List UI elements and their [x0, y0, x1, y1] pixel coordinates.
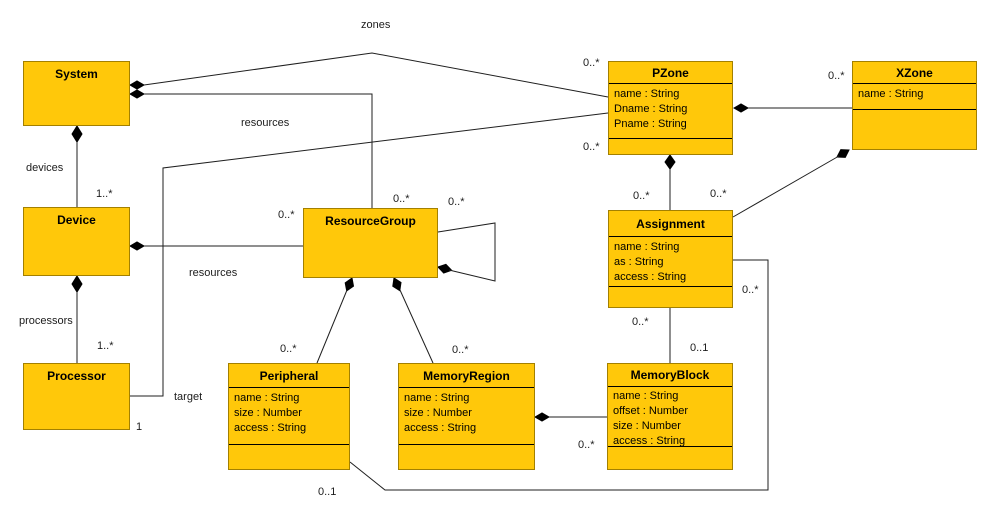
role-label-zones: zones	[361, 19, 391, 31]
attribute: access : String	[404, 422, 477, 434]
class-title: XZone	[853, 62, 976, 84]
association-xzone-assignment	[732, 155, 840, 218]
attribute: name : String	[858, 88, 924, 100]
class-title: Processor	[47, 369, 106, 383]
multiplicity-label: 0..*	[280, 343, 297, 355]
class-title: ResourceGroup	[325, 214, 416, 228]
attribute: as : String	[614, 256, 664, 268]
class-processor[interactable]: Processor	[23, 363, 130, 430]
multiplicity-label: 0..*	[393, 193, 410, 205]
class-title: PZone	[609, 62, 732, 84]
class-attributes: name : String offset : Number size : Num…	[608, 387, 732, 447]
class-title: MemoryBlock	[608, 364, 732, 387]
attribute: access : String	[234, 422, 307, 434]
class-memoryblock[interactable]: MemoryBlock name : String offset : Numbe…	[607, 363, 733, 470]
composition-diamond	[128, 80, 146, 90]
multiplicity-label: 0..*	[578, 439, 595, 451]
class-memoryregion[interactable]: MemoryRegion name : String size : Number…	[398, 363, 535, 470]
composition-diamond	[71, 275, 83, 293]
role-label-target: target	[174, 391, 203, 403]
multiplicity-label: 0..1	[318, 486, 337, 498]
multiplicity-label: 0..*	[583, 141, 600, 153]
class-assignment[interactable]: Assignment name : String as : String acc…	[608, 210, 733, 308]
attribute: name : String	[404, 392, 470, 404]
association-system-pzone	[143, 52, 609, 98]
role-label-processors: processors	[19, 315, 73, 327]
attribute: access : String	[613, 435, 686, 447]
composition-diamond	[71, 125, 83, 143]
multiplicity-label: 1..*	[97, 340, 114, 352]
multiplicity-label: 0..*	[583, 57, 600, 69]
role-label-devices: devices	[26, 162, 64, 174]
multiplicity-label: 0..1	[690, 342, 709, 354]
class-device[interactable]: Device	[23, 207, 130, 276]
class-title: System	[55, 67, 98, 81]
multiplicity-label: 1..*	[96, 188, 113, 200]
composition-diamond	[344, 277, 355, 292]
class-peripheral[interactable]: Peripheral name : String size : Number a…	[228, 363, 350, 470]
class-title: Device	[57, 213, 96, 227]
class-attributes: name : String as : String access : Strin…	[609, 237, 732, 287]
class-title: Peripheral	[229, 364, 349, 388]
class-attributes: name : String	[853, 84, 976, 110]
composition-diamond	[533, 412, 551, 422]
composition-diamond	[437, 263, 453, 274]
multiplicity-label: 0..*	[710, 188, 727, 200]
association-pzone-processor	[130, 112, 609, 397]
attribute: name : String	[613, 390, 679, 402]
class-attributes: name : String size : Number access : Str…	[229, 388, 349, 445]
class-title: MemoryRegion	[399, 364, 534, 388]
role-label-resources: resources	[189, 267, 238, 279]
multiplicity-label: 0..*	[828, 70, 845, 82]
association-assignment-peripheral	[349, 259, 769, 491]
attribute: size : Number	[613, 420, 681, 432]
multiplicity-label: 0..*	[632, 316, 649, 328]
class-pzone[interactable]: PZone name : String Dname : String Pname…	[608, 61, 733, 155]
class-xzone[interactable]: XZone name : String	[852, 61, 977, 150]
composition-diamond	[732, 103, 750, 113]
attribute: access : String	[614, 271, 687, 283]
composition-diamond	[128, 241, 146, 251]
class-attributes: name : String Dname : String Pname : Str…	[609, 84, 732, 139]
association-resourcegroup-peripheral	[316, 289, 348, 364]
attribute: size : Number	[404, 407, 472, 419]
class-resourcegroup[interactable]: ResourceGroup	[303, 208, 438, 278]
role-label-resources: resources	[241, 117, 290, 129]
multiplicity-label: 0..*	[448, 196, 465, 208]
composition-diamond	[664, 154, 676, 170]
class-system[interactable]: System	[23, 61, 130, 126]
association-system-resourcegroup	[144, 93, 373, 208]
attribute: name : String	[614, 241, 680, 253]
multiplicity-label: 0..*	[452, 344, 469, 356]
attribute: offset : Number	[613, 405, 688, 417]
association-resourcegroup-self	[437, 222, 496, 282]
multiplicity-label: 0..*	[742, 284, 759, 296]
class-title: Assignment	[609, 211, 732, 237]
attribute: name : String	[614, 88, 680, 100]
composition-diamond	[128, 89, 146, 99]
multiplicity-label: 0..*	[278, 209, 295, 221]
attribute: Dname : String	[614, 103, 688, 115]
attribute: name : String	[234, 392, 300, 404]
attribute: Pname : String	[614, 118, 687, 130]
multiplicity-label: 0..*	[633, 190, 650, 202]
class-attributes: name : String size : Number access : Str…	[399, 388, 534, 445]
composition-diamond	[392, 277, 402, 292]
attribute: size : Number	[234, 407, 302, 419]
association-resourcegroup-memoryregion	[399, 289, 434, 364]
multiplicity-label: 1	[136, 421, 143, 433]
